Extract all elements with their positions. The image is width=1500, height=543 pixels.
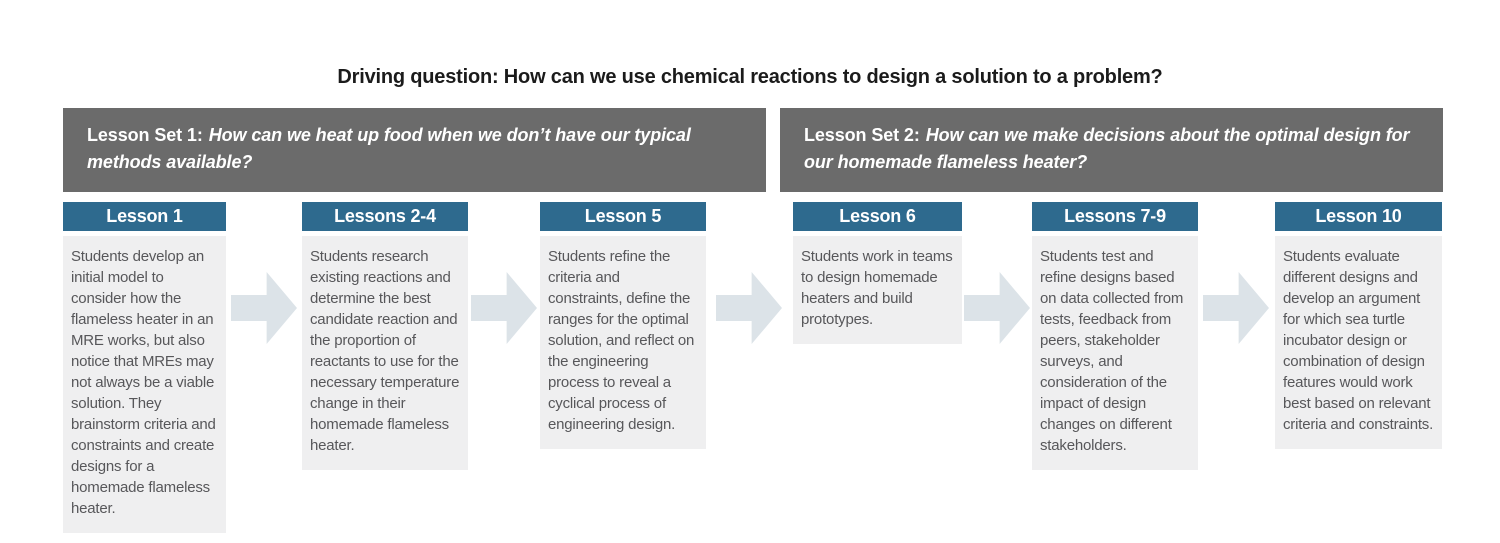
lesson-set-2-bar: Lesson Set 2:How can we make decisions a…	[780, 108, 1443, 192]
lesson-5-title-bar: Lesson 5	[540, 202, 706, 231]
lessons-2-4-description: Students research existing reactions and…	[302, 236, 468, 470]
lesson-1-title-bar: Lesson 1	[63, 202, 226, 231]
lesson-column-1: Lesson 1 Students develop an initial mod…	[63, 202, 226, 533]
lesson-column-2: Lessons 2-4 Students research existing r…	[302, 202, 468, 470]
lesson-10-title-bar: Lesson 10	[1275, 202, 1442, 231]
lesson-set-2-label: Lesson Set 2:	[804, 125, 920, 145]
lesson-set-2-question: How can we make decisions about the opti…	[804, 125, 1410, 172]
lesson-10-description: Students evaluate different designs and …	[1275, 236, 1442, 449]
lesson-6-title: Lesson 6	[839, 206, 916, 226]
arrow-right-icon	[1203, 272, 1269, 344]
lesson-5-title: Lesson 5	[584, 206, 662, 226]
arrow-right-icon	[471, 272, 537, 344]
lessons-7-9-description: Students test and refine designs based o…	[1032, 236, 1198, 470]
lesson-set-1-label: Lesson Set 1:	[87, 125, 203, 145]
lesson-set-1-question: How can we heat up food when we don’t ha…	[87, 125, 691, 172]
lesson-6-description: Students work in teams to design homemad…	[793, 236, 962, 344]
lesson-1-description: Students develop an initial model to con…	[63, 236, 226, 533]
lessons-2-4-title: Lessons 2-4	[334, 206, 436, 226]
lesson-column-3: Lesson 5 Students refine the criteria an…	[540, 202, 706, 449]
driving-question-title: Driving question: How can we use chemica…	[337, 66, 1163, 88]
lesson-column-5: Lessons 7-9 Students test and refine des…	[1032, 202, 1198, 470]
arrow-right-icon	[964, 272, 1030, 344]
arrow-right-icon	[716, 272, 782, 344]
lesson-column-6: Lesson 10 Students evaluate different de…	[1275, 202, 1442, 449]
lesson-1-title: Lesson 1	[106, 206, 183, 226]
lessons-7-9-title-bar: Lessons 7-9	[1032, 202, 1198, 231]
lesson-5-description: Students refine the criteria and constra…	[540, 236, 706, 449]
lessons-2-4-title-bar: Lessons 2-4	[302, 202, 468, 231]
lessons-7-9-title: Lessons 7-9	[1064, 206, 1166, 226]
lesson-10-title: Lesson 10	[1315, 206, 1402, 226]
lesson-column-4: Lesson 6 Students work in teams to desig…	[793, 202, 962, 344]
lesson-6-title-bar: Lesson 6	[793, 202, 962, 231]
lesson-set-1-bar: Lesson Set 1:How can we heat up food whe…	[63, 108, 766, 192]
arrow-right-icon	[231, 272, 297, 344]
